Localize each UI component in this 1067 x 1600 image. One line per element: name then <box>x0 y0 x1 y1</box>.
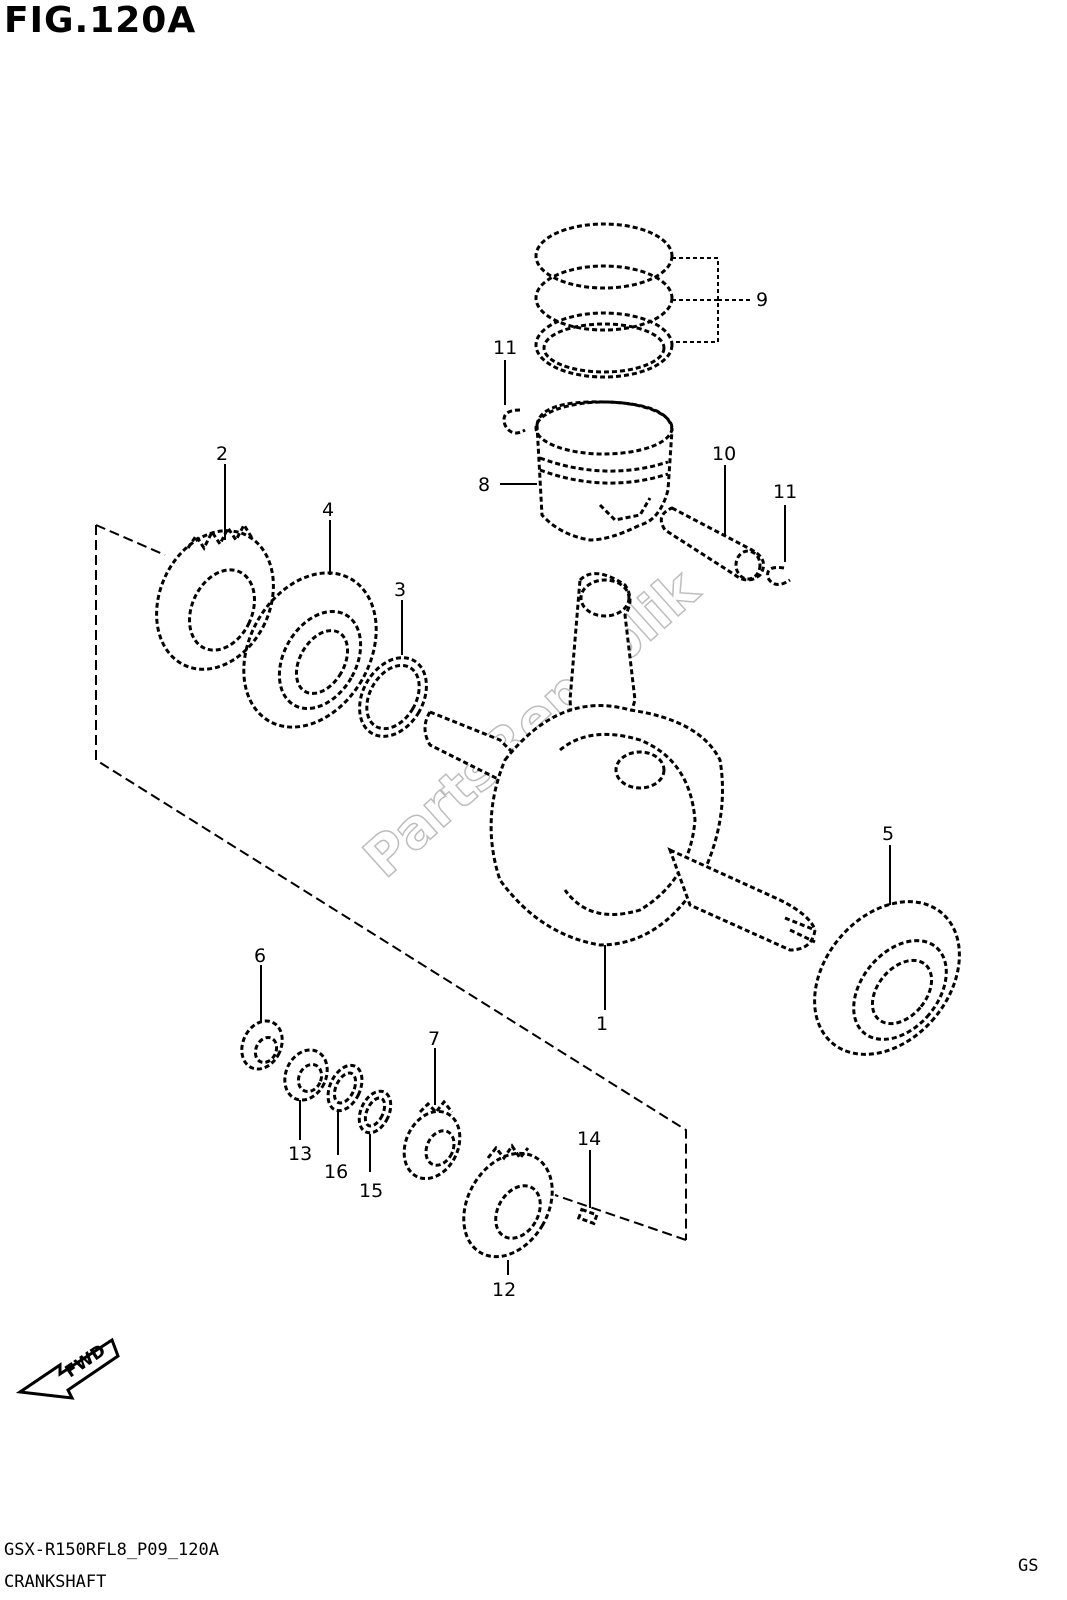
callout-10: 10 <box>712 443 736 465</box>
oil-seal-gear[interactable] <box>135 512 296 689</box>
callout-8: 8 <box>478 474 490 496</box>
circlip-right[interactable] <box>766 566 791 586</box>
callout-11-right: 11 <box>773 481 797 503</box>
section-name: CRANKSHAFT <box>4 1572 107 1592</box>
callout-7: 7 <box>428 1028 440 1050</box>
callout-1: 1 <box>596 1013 608 1035</box>
callout-9: 9 <box>756 289 768 311</box>
callout-labels: 1 2 3 4 5 6 7 8 9 10 11 11 12 13 14 15 1… <box>216 289 894 1301</box>
figure-title: FIG.120A <box>4 0 197 41</box>
piston-rings[interactable] <box>534 222 674 379</box>
nut-13[interactable] <box>277 1043 335 1107</box>
callout-11-left: 11 <box>493 337 517 359</box>
callout-4: 4 <box>322 499 334 521</box>
key-14[interactable] <box>576 1207 599 1226</box>
callout-15: 15 <box>359 1180 383 1202</box>
callout-2: 2 <box>216 443 228 465</box>
callout-3: 3 <box>394 579 406 601</box>
washer-15[interactable] <box>353 1086 397 1138</box>
callout-16: 16 <box>324 1161 348 1183</box>
callout-13: 13 <box>288 1143 312 1165</box>
fwd-arrow-icon: FWD <box>15 1337 120 1400</box>
washer-16[interactable] <box>321 1060 368 1116</box>
callout-5: 5 <box>882 823 894 845</box>
callout-6: 6 <box>254 945 266 967</box>
bearing-right[interactable] <box>785 873 989 1083</box>
drawing-code: GSX-R150RFL8_P09_120A <box>4 1540 219 1560</box>
gear-7[interactable] <box>394 1099 471 1188</box>
piston-pin[interactable] <box>659 506 766 582</box>
callout-14: 14 <box>577 1128 601 1150</box>
bearing-left[interactable] <box>217 549 403 751</box>
gear-12[interactable] <box>446 1137 570 1272</box>
assembly-group-outline <box>95 524 687 1241</box>
shim-ring[interactable] <box>346 646 440 749</box>
circlip-left[interactable] <box>502 408 526 435</box>
piston[interactable] <box>534 400 674 542</box>
region-code: GS <box>1018 1556 1039 1576</box>
crankshaft[interactable] <box>423 572 817 952</box>
washer-6[interactable] <box>234 1014 290 1075</box>
callout-12: 12 <box>492 1279 516 1301</box>
